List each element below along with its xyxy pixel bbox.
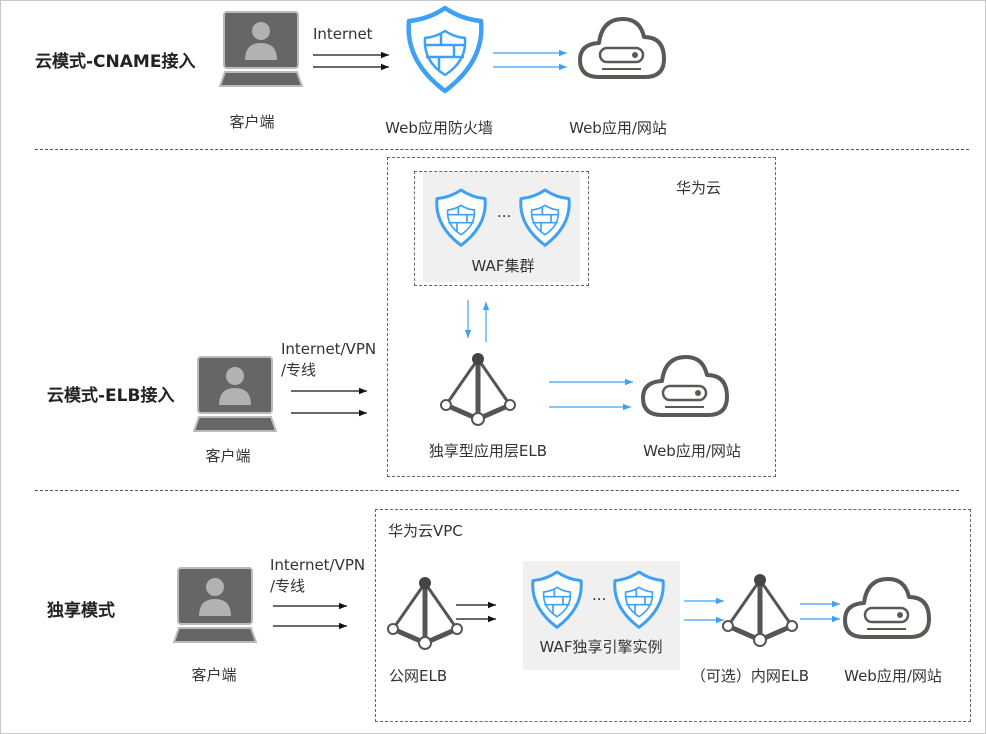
- web-label: Web应用/网站: [569, 119, 667, 137]
- vpc-label: 华为云VPC: [388, 522, 463, 540]
- laptop-user-icon: [173, 566, 257, 644]
- client-label: 客户端: [205, 447, 251, 465]
- link-label-line1: Internet/VPN: [270, 556, 366, 574]
- laptop-user-icon: [219, 10, 303, 88]
- web-label: Web应用/网站: [844, 667, 942, 685]
- laptop-user-icon: [193, 355, 277, 433]
- ellipsis: ...: [497, 203, 512, 221]
- section-divider: [35, 490, 959, 491]
- elb-label: 独享型应用层ELB: [428, 442, 548, 460]
- shield-firewall-icon: [529, 570, 585, 630]
- shield-firewall-icon: [611, 570, 667, 630]
- load-balancer-icon: [720, 570, 800, 650]
- ellipsis: ...: [592, 586, 607, 604]
- cloud-server-icon: [577, 15, 667, 81]
- private-elb-label: （可选）内网ELB: [690, 667, 810, 685]
- shield-firewall-icon: [433, 188, 489, 248]
- cloud-server-icon: [842, 575, 932, 641]
- waf-label: Web应用防火墙: [385, 119, 493, 137]
- cloud-region-label: 华为云: [676, 179, 722, 197]
- public-elb-label: 公网ELB: [389, 667, 448, 685]
- load-balancer-icon: [438, 349, 518, 429]
- link-label-line2: /专线: [270, 577, 306, 595]
- section-divider: [35, 149, 969, 150]
- shield-firewall-icon: [403, 5, 487, 95]
- shield-firewall-icon: [517, 188, 573, 248]
- load-balancer-icon: [385, 573, 465, 653]
- section-title: 云模式-CNAME接入: [35, 52, 196, 72]
- waf-engine-label: WAF独享引擎实例: [539, 638, 663, 656]
- waf-cluster-label: WAF集群: [471, 257, 535, 275]
- cloud-region-box: [387, 157, 776, 477]
- vpc-box: [375, 509, 971, 722]
- web-label: Web应用/网站: [643, 442, 741, 460]
- cloud-server-icon: [640, 353, 730, 419]
- client-label: 客户端: [191, 666, 237, 684]
- link-label-line1: Internet/VPN: [281, 340, 377, 358]
- waf-cluster-box: [414, 171, 589, 286]
- client-label: 客户端: [229, 113, 275, 131]
- section-title: 独享模式: [47, 601, 115, 621]
- link-label-line2: /专线: [281, 361, 317, 379]
- link-label: Internet: [313, 25, 373, 43]
- section-title: 云模式-ELB接入: [47, 386, 175, 406]
